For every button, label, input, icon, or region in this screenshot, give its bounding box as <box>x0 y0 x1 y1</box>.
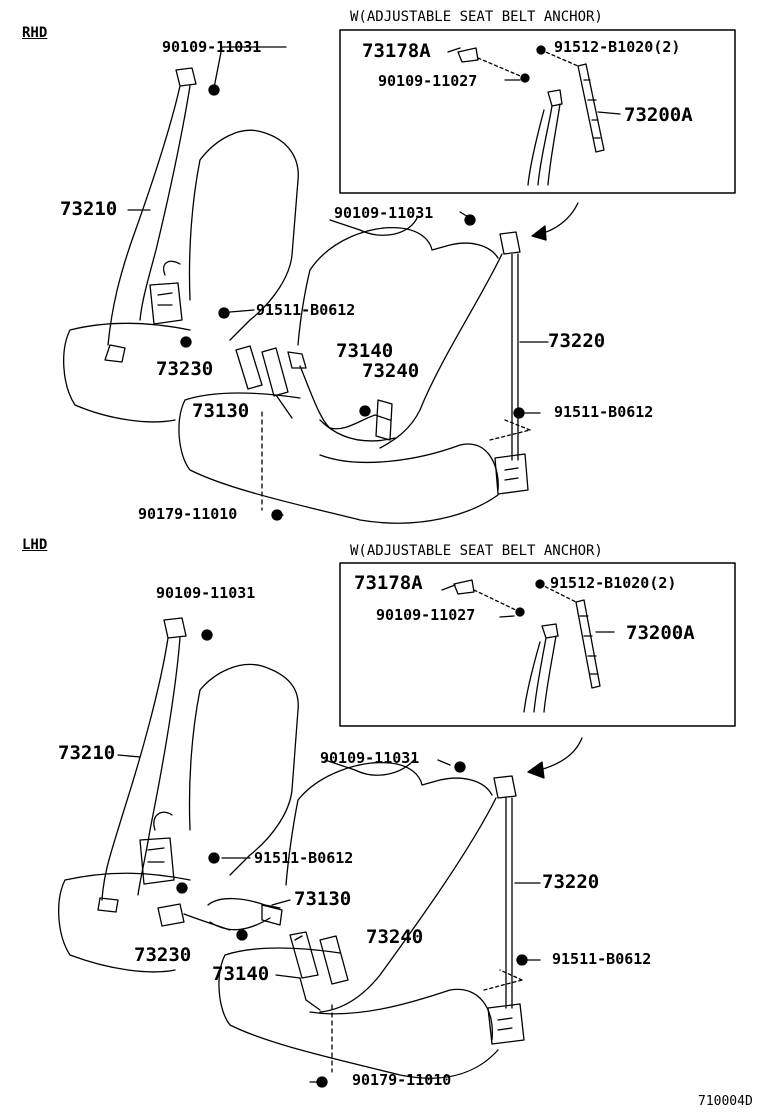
rhd-leaders <box>127 46 621 516</box>
part-label-rhd-90179-11010: 90179-11010 <box>138 505 238 523</box>
lhd-leaders <box>117 584 615 1083</box>
rhd-right-seat <box>178 226 499 524</box>
rhd-belt-73220 <box>319 231 521 491</box>
lhd-belt-73130 <box>207 897 283 931</box>
part-label-rhd-73210: 73210 <box>60 198 118 220</box>
section-label-rhd: RHD <box>22 25 48 41</box>
part-label-rhd-90109-11031-top: 90109-11031 <box>162 38 262 56</box>
part-label-rhd-90109-11027: 90109-11027 <box>378 72 478 90</box>
rhd-retractor <box>149 260 183 325</box>
part-label-rhd-90109-11031-seat: 90109-11031 <box>334 204 434 222</box>
rhd-lower-retractor <box>494 453 529 495</box>
part-label-lhd-90109-11027: 90109-11027 <box>376 606 476 624</box>
lhd-belt-73210 <box>97 617 187 913</box>
rhd-drawing <box>63 29 736 524</box>
lhd-right-seat <box>218 761 499 1079</box>
section-label-lhd: LHD <box>22 537 48 553</box>
part-label-lhd-73240: 73240 <box>366 926 424 948</box>
lhd-inset-cover <box>453 579 475 595</box>
part-label-rhd-73200A: 73200A <box>624 104 693 126</box>
part-label-rhd-91511-B0612-upper: 91511-B0612 <box>256 301 356 319</box>
rhd-left-seat <box>63 129 299 423</box>
inset-title-lhd: W(ADJUSTABLE SEAT BELT ANCHOR) <box>350 543 603 559</box>
rhd-belt-73140 <box>287 351 396 442</box>
lhd-retractor <box>139 811 175 885</box>
rhd-tongue-73240 <box>375 399 393 441</box>
rhd-belt-73210 <box>104 67 197 363</box>
rhd-inset-cover <box>457 47 479 63</box>
part-label-rhd-91512-B1020: 91512-B1020(2) <box>554 38 681 56</box>
lhd-left-seat <box>58 663 299 973</box>
inset-title-rhd: W(ADJUSTABLE SEAT BELT ANCHOR) <box>350 9 603 25</box>
rhd-inset-anchor-rail <box>577 63 605 153</box>
lhd-lower-retractor <box>487 1003 525 1045</box>
part-label-lhd-91511-B0612-upper: 91511-B0612 <box>254 849 354 867</box>
part-label-lhd-73130: 73130 <box>294 888 352 910</box>
lhd-tongue-73240 <box>289 931 349 985</box>
lhd-belt-73220 <box>309 775 517 1041</box>
part-label-lhd-73230: 73230 <box>134 944 192 966</box>
part-label-lhd-90109-11031-seat: 90109-11031 <box>320 749 420 767</box>
part-label-rhd-73140: 73140 <box>336 340 394 362</box>
part-label-lhd-73140: 73140 <box>212 963 270 985</box>
part-label-rhd-73130: 73130 <box>192 400 250 422</box>
part-label-lhd-73210: 73210 <box>58 742 116 764</box>
part-label-lhd-90179-11010: 90179-11010 <box>352 1071 452 1089</box>
lhd-inset-belt <box>523 623 559 713</box>
figure-id: 710004D <box>698 1094 753 1109</box>
lhd-drawing <box>58 562 736 1088</box>
part-label-rhd-73178A: 73178A <box>362 40 431 62</box>
part-label-rhd-73240: 73240 <box>362 360 420 382</box>
lhd-inset-arrow <box>539 737 583 771</box>
lhd-inset-frame <box>339 562 736 727</box>
part-label-lhd-91512-B1020: 91512-B1020(2) <box>550 574 677 592</box>
rhd-inset-frame <box>339 29 736 194</box>
rhd-buckle-73230 <box>235 345 289 397</box>
part-label-rhd-91511-B0612-lower: 91511-B0612 <box>554 403 654 421</box>
part-label-rhd-73220: 73220 <box>548 330 606 352</box>
rhd-inset-belt <box>527 89 563 186</box>
part-label-lhd-73178A: 73178A <box>354 572 423 594</box>
lhd-inset-anchor-rail <box>575 599 601 689</box>
part-label-lhd-73220: 73220 <box>542 871 600 893</box>
part-label-rhd-73230: 73230 <box>156 358 214 380</box>
rhd-inset-dash <box>477 57 526 79</box>
part-label-lhd-90109-11031-top: 90109-11031 <box>156 584 256 602</box>
part-label-lhd-73200A: 73200A <box>626 622 695 644</box>
part-label-lhd-91511-B0612-lower: 91511-B0612 <box>552 950 652 968</box>
